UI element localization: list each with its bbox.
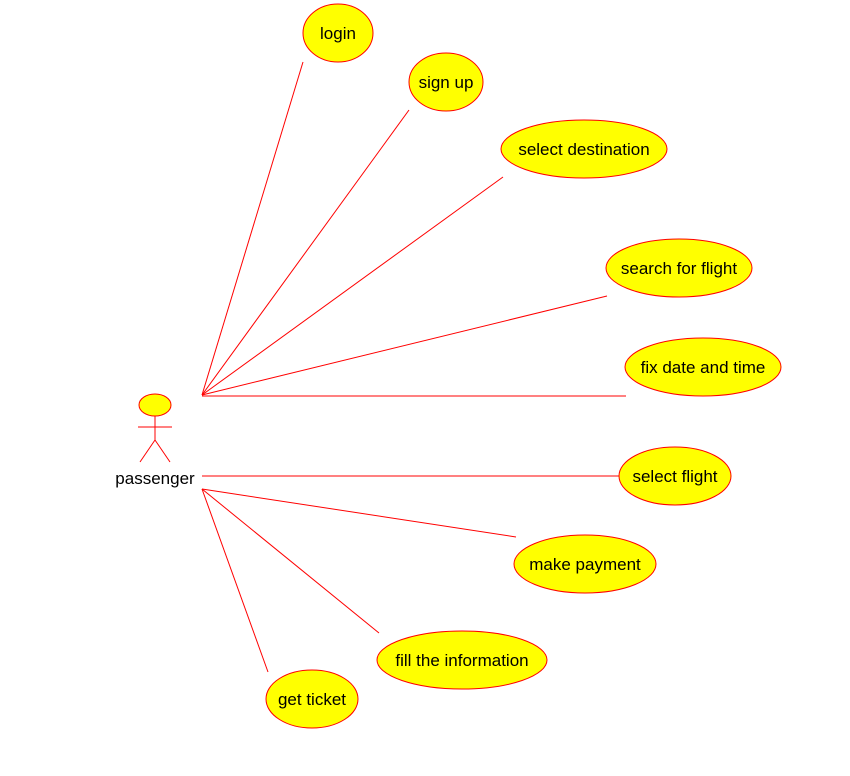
use-case-label: fill the information	[395, 651, 528, 670]
association-search-for-flight	[201, 295, 608, 396]
use-case-get-ticket: get ticket	[265, 669, 359, 729]
actor-right-leg	[154, 439, 171, 463]
use-case-label: sign up	[419, 73, 474, 92]
use-case-fix-date-and-time: fix date and time	[624, 337, 782, 397]
use-case-label: select destination	[518, 140, 649, 159]
actor-label: passenger	[115, 469, 195, 488]
use-case-ellipse	[302, 3, 374, 63]
use-case-label: fix date and time	[641, 358, 766, 377]
use-case-ellipse	[618, 446, 732, 506]
use-case-ellipse	[376, 630, 548, 690]
association-lines	[201, 61, 626, 673]
use-case-select-destination: select destination	[500, 119, 668, 179]
use-case-label: select flight	[632, 467, 717, 486]
use-case-label: make payment	[529, 555, 641, 574]
use-case-ellipse	[605, 238, 753, 298]
use-case-ellipse	[500, 119, 668, 179]
association-select-destination	[201, 176, 504, 396]
association-fill-the-information	[201, 488, 380, 634]
use-case-ellipse	[265, 669, 359, 729]
use-case-ellipse	[513, 534, 657, 594]
use-case-sign-up: sign up	[408, 52, 484, 112]
actor-left-leg	[139, 439, 156, 463]
use-case-search-for-flight: search for flight	[605, 238, 753, 298]
use-case-label: search for flight	[621, 259, 737, 278]
association-get-ticket	[201, 488, 269, 673]
use-case-ellipse	[624, 337, 782, 397]
actor-head	[138, 393, 172, 417]
use-case-label: get ticket	[278, 690, 346, 709]
use-case-select-flight: select flight	[618, 446, 732, 506]
association-sign-up	[201, 109, 410, 396]
use-case-make-payment: make payment	[513, 534, 657, 594]
use-case-ellipse	[408, 52, 484, 112]
use-case-fill-the-information: fill the information	[376, 630, 548, 690]
association-make-payment	[201, 488, 517, 538]
association-login	[201, 61, 304, 396]
use-case-label: login	[320, 24, 356, 43]
use-case-login: login	[302, 3, 374, 63]
actor-passenger	[138, 393, 172, 463]
